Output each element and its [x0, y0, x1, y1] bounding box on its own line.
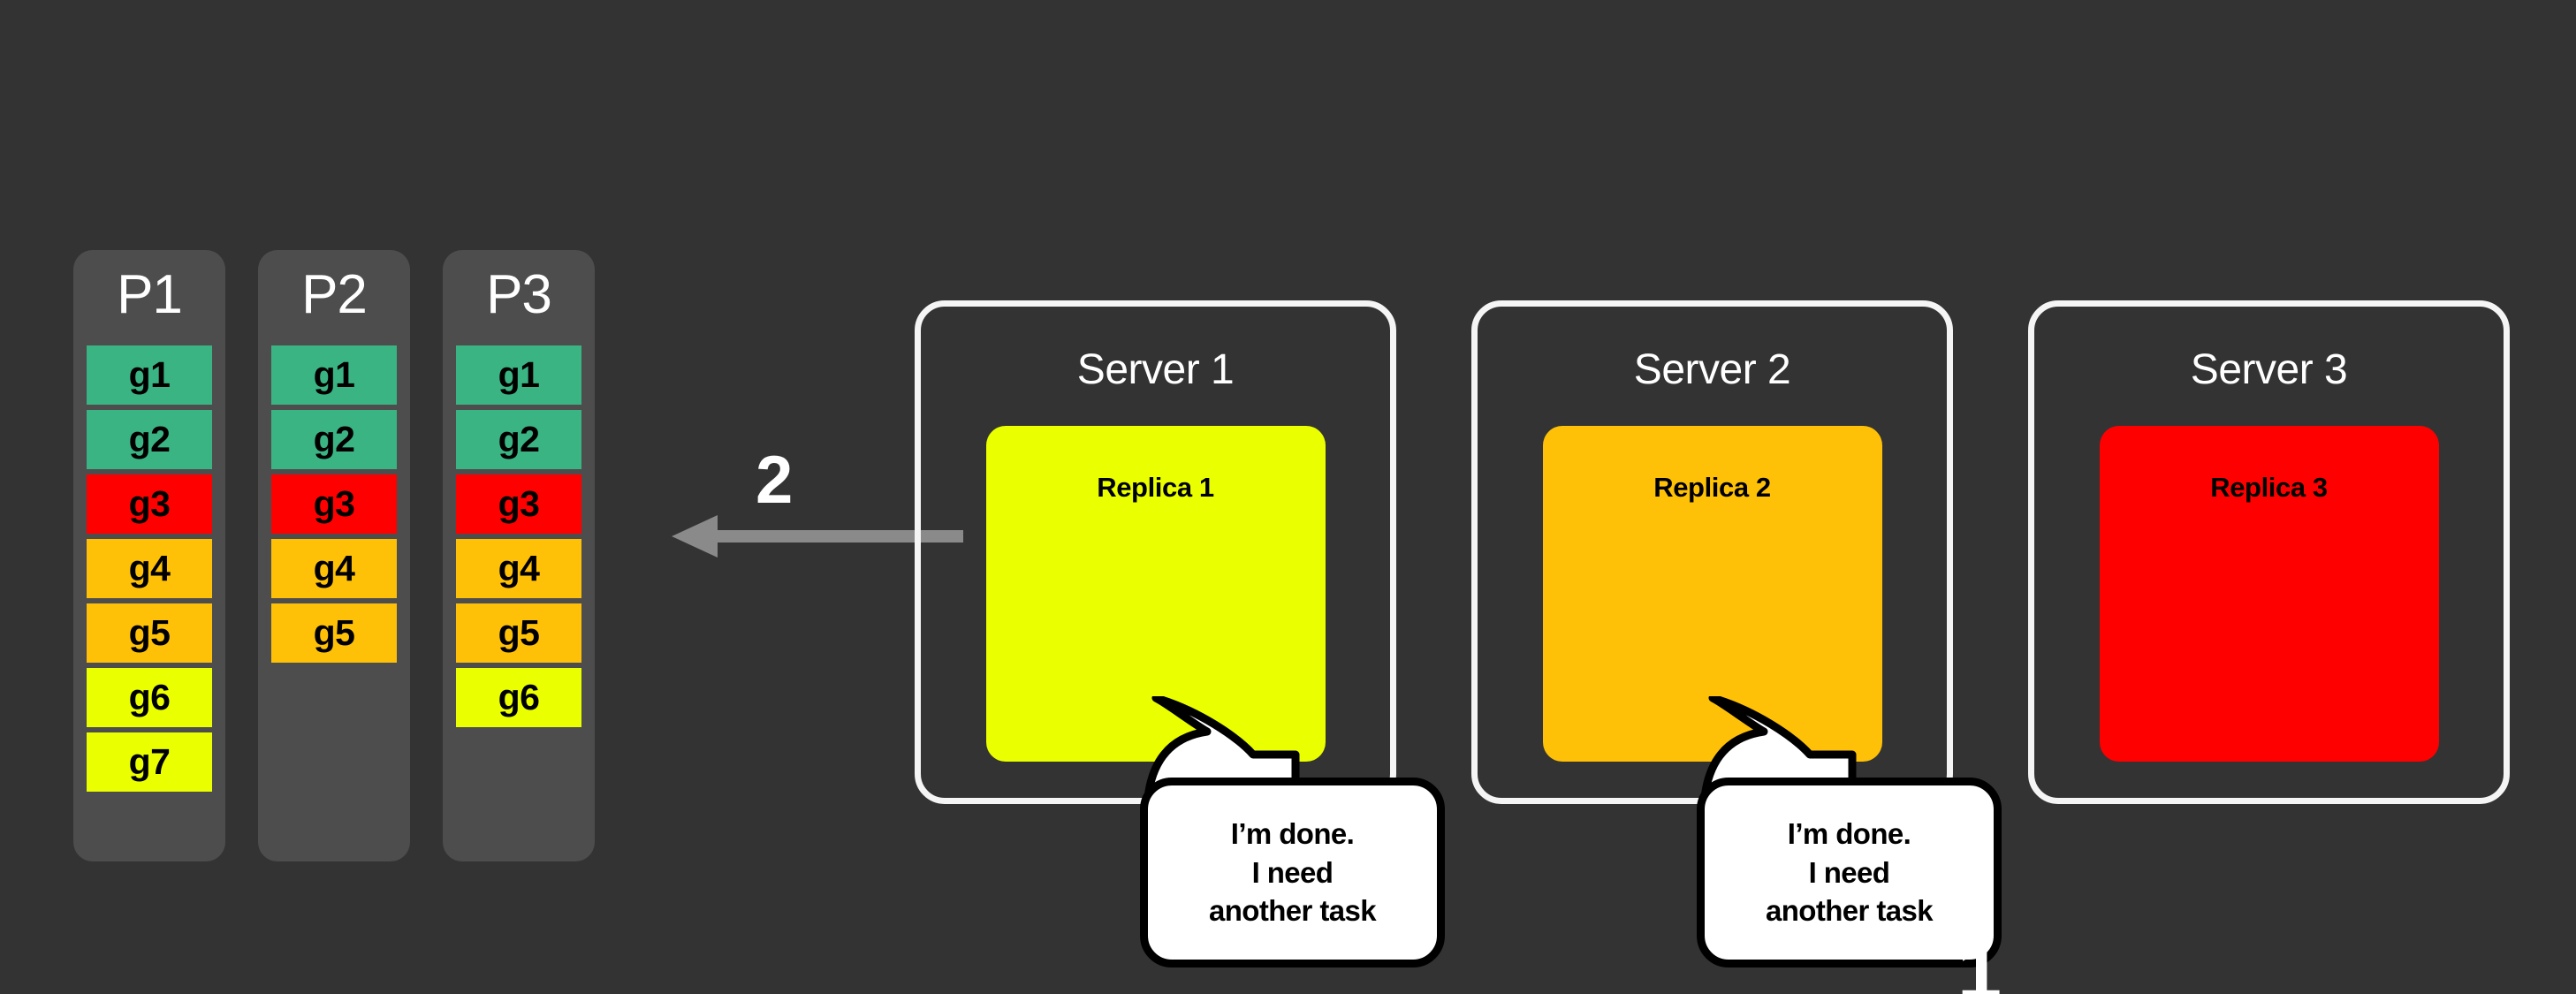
server-label: Server 1	[1076, 346, 1235, 393]
replica-box-2[interactable]: Replica 2	[1542, 426, 1882, 762]
task-label: g2	[128, 419, 171, 459]
step-two-group: 2	[672, 442, 963, 565]
bubble-text-line: I’m done.	[1787, 816, 1911, 850]
task-label: g1	[498, 354, 540, 395]
task-chip[interactable]: g3	[271, 474, 397, 534]
replica-label: Replica 2	[1653, 472, 1771, 503]
replica-box-1[interactable]: Replica 1	[985, 426, 1326, 762]
replica-label: Replica 1	[1097, 472, 1214, 503]
task-label: g3	[128, 483, 171, 524]
task-label: g5	[498, 612, 540, 653]
task-label: g3	[498, 483, 540, 524]
partition-p1[interactable]: P1 g1 g2 g3 g4 g5 g6 g7	[73, 250, 225, 861]
partition-label: P1	[117, 264, 183, 326]
partition-p3[interactable]: P3 g1 g2 g3 g4 g5 g6	[443, 250, 595, 861]
task-label: g3	[313, 483, 355, 524]
task-chip[interactable]: g2	[87, 410, 212, 469]
task-label: g6	[128, 677, 171, 717]
task-label: g6	[498, 677, 540, 717]
task-chip[interactable]: g5	[271, 603, 397, 663]
bubble-text-line: another task	[1208, 894, 1377, 928]
arrow-left-icon	[672, 515, 963, 558]
task-list-p1: g1 g2 g3 g4 g5 g6 g7	[87, 345, 212, 792]
task-label: g5	[313, 612, 355, 653]
speech-bubble-body: I’m done. I need another task	[1140, 778, 1445, 967]
task-chip[interactable]: g4	[271, 539, 397, 598]
task-label: g4	[128, 548, 171, 588]
task-list-p3: g1 g2 g3 g4 g5 g6	[456, 345, 581, 727]
task-label: g4	[498, 548, 540, 588]
task-chip[interactable]: g6	[87, 668, 212, 727]
task-label: g4	[313, 548, 355, 588]
task-list-p2: g1 g2 g3 g4 g5	[271, 345, 397, 663]
speech-bubble-server-1[interactable]: I’m done. I need another task	[1140, 696, 1445, 981]
task-chip[interactable]: g1	[456, 345, 581, 405]
task-chip[interactable]: g4	[456, 539, 581, 598]
replica-box-3[interactable]: Replica 3	[2099, 426, 2439, 762]
task-chip[interactable]: g3	[87, 474, 212, 534]
task-label: g1	[313, 354, 355, 395]
bubble-text-line: another task	[1765, 894, 1934, 928]
server-box-3[interactable]: Server 3 Replica 3	[2028, 300, 2510, 804]
task-chip[interactable]: g7	[87, 732, 212, 792]
task-chip[interactable]: g5	[456, 603, 581, 663]
step-two-label: 2	[756, 443, 793, 518]
task-label: g2	[313, 419, 355, 459]
server-group: Server 1 Replica 1 Server 2 Replica 2 Se…	[915, 300, 2510, 804]
task-chip[interactable]: g4	[87, 539, 212, 598]
server-label: Server 2	[1633, 346, 1791, 393]
replica-label: Replica 3	[2210, 472, 2328, 503]
task-chip[interactable]: g2	[456, 410, 581, 469]
server-box-2[interactable]: Server 2 Replica 2	[1471, 300, 1953, 804]
task-label: g2	[498, 419, 540, 459]
task-chip[interactable]: g1	[271, 345, 397, 405]
bubble-text-line: I’m done.	[1230, 816, 1355, 850]
speech-bubble-body: I’m done. I need another task	[1697, 778, 2002, 967]
task-label: g5	[128, 612, 171, 653]
task-chip[interactable]: g2	[271, 410, 397, 469]
partition-group: P1 g1 g2 g3 g4 g5 g6 g7 P2 g1 g2 g3 g4 g…	[73, 250, 595, 861]
speech-bubble-server-2[interactable]: I’m done. I need another task	[1697, 696, 2002, 981]
partition-p2[interactable]: P2 g1 g2 g3 g4 g5	[258, 250, 410, 861]
server-box-1[interactable]: Server 1 Replica 1	[915, 300, 1396, 804]
bubble-text-line: I need	[1808, 855, 1890, 889]
step-one-label: 1	[1957, 928, 2002, 994]
partition-label: P2	[301, 264, 368, 326]
bubble-text-line: I need	[1251, 855, 1334, 889]
task-label: g1	[128, 354, 171, 395]
server-label: Server 3	[2190, 346, 2348, 393]
task-chip[interactable]: g5	[87, 603, 212, 663]
task-chip[interactable]: g3	[456, 474, 581, 534]
partition-label: P3	[486, 264, 552, 326]
task-chip[interactable]: g1	[87, 345, 212, 405]
task-label: g7	[128, 741, 171, 782]
task-chip[interactable]: g6	[456, 668, 581, 727]
